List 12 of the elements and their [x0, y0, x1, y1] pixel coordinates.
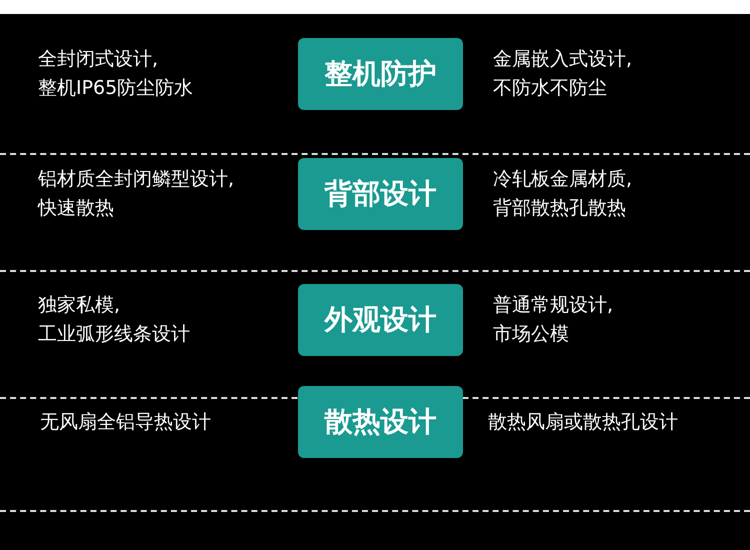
- comparison-text: 冷轧板金属材质, 背部散热孔散热: [493, 167, 634, 221]
- comparison-text: 金属嵌入式设计, 不防水不防尘: [493, 47, 634, 101]
- feature-text: 全封闭式设计, 整机IP65防尘防水: [38, 47, 194, 101]
- feature-text: 无风扇全铝导热设计: [40, 410, 212, 434]
- category-box: 外观设计: [298, 284, 463, 356]
- feature-text: 铝材质全封闭鳞型设计, 快速散热: [38, 167, 236, 221]
- category-box: 背部设计: [298, 158, 463, 230]
- comparison-text: 散热风扇或散热孔设计: [488, 410, 679, 434]
- comparison-text: 普通常规设计, 市场公模: [493, 293, 614, 347]
- category-box: 整机防护: [298, 38, 463, 110]
- feature-text: 独家私模, 工业弧形线条设计: [38, 293, 191, 347]
- category-box: 散热设计: [298, 386, 463, 458]
